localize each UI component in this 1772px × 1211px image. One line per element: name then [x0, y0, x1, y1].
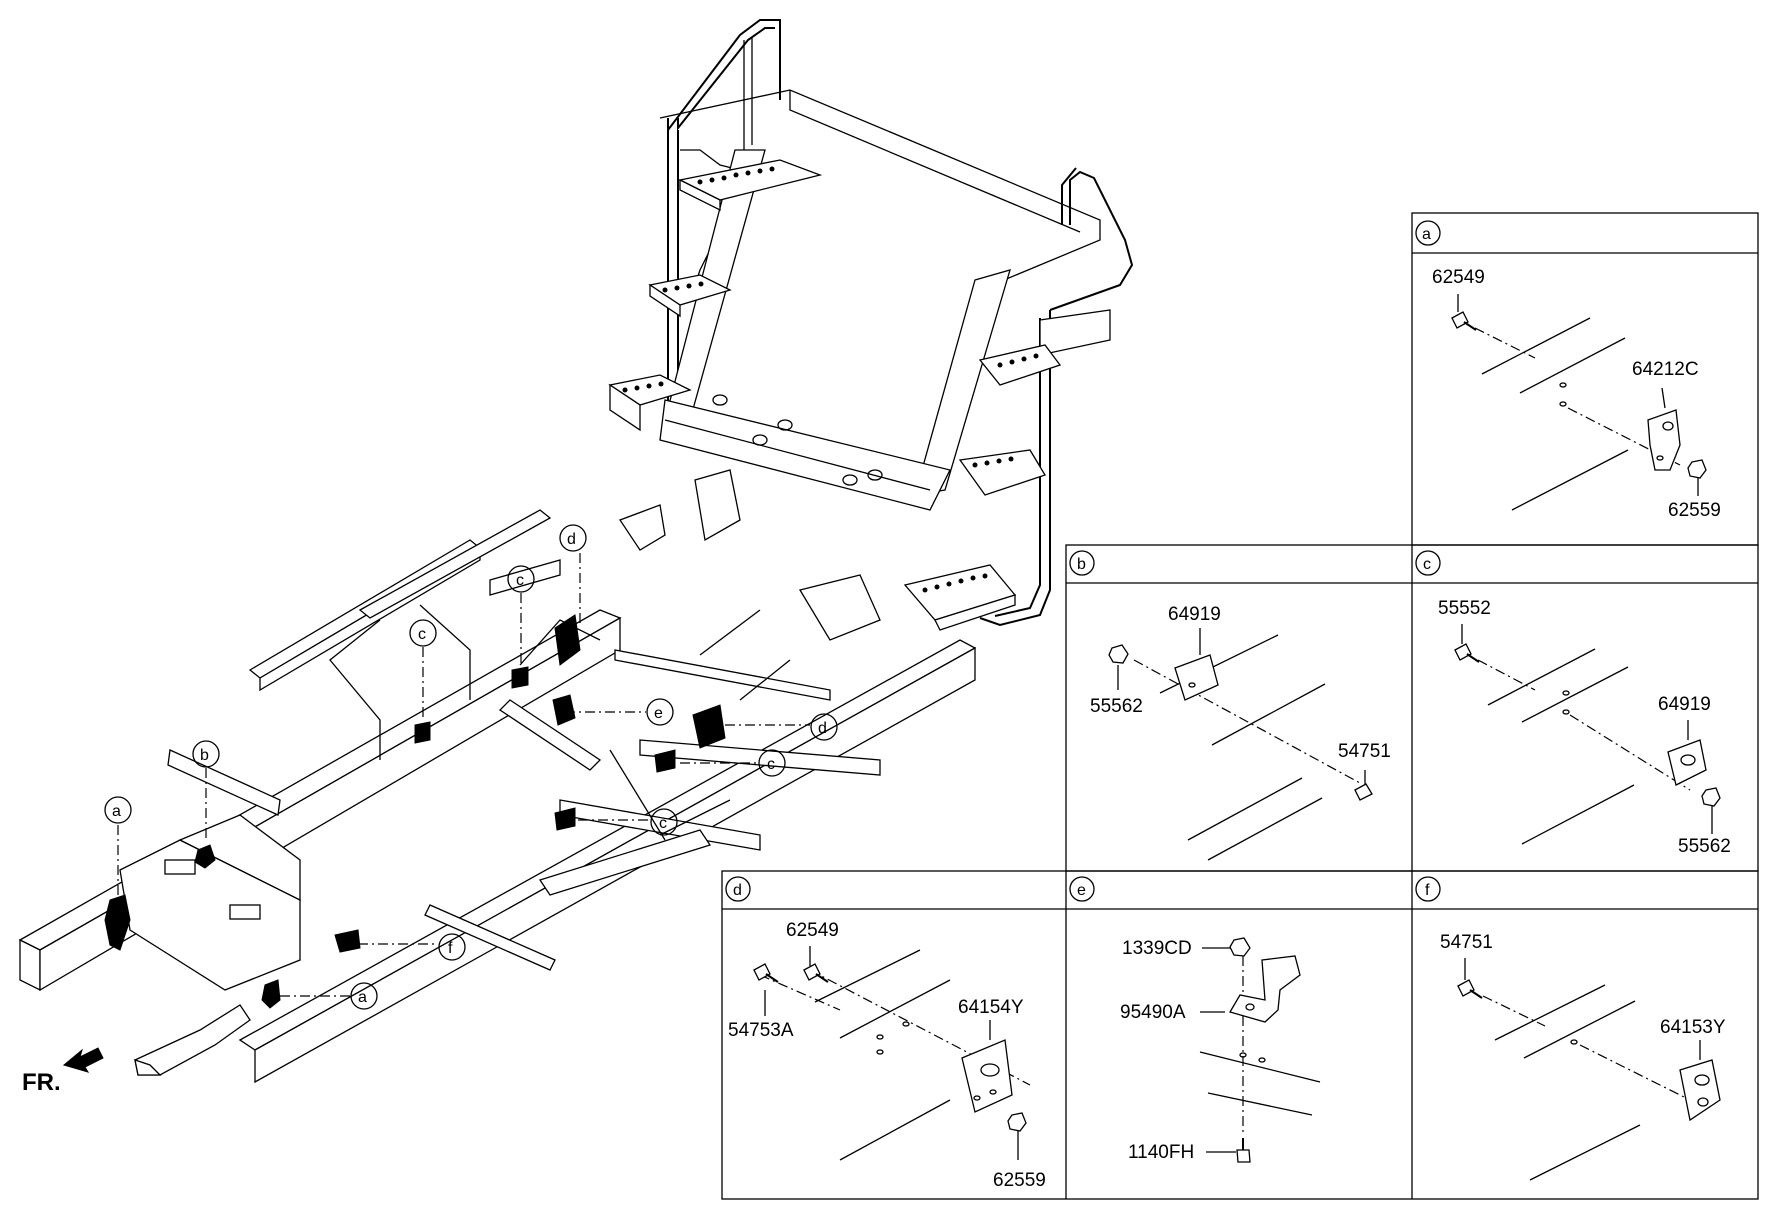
panel-b-part-64919[interactable]: 64919: [1168, 604, 1221, 625]
callout-c-middle[interactable]: c: [516, 572, 524, 589]
panel-e-part-1339CD[interactable]: 1339CD: [1122, 938, 1192, 959]
panel-b-part-54751[interactable]: 54751: [1338, 741, 1391, 762]
step-bolt-dots: [622, 166, 1039, 593]
panel-b: b 64919 55562 54751: [1069, 550, 1391, 861]
panel-d-part-54753A[interactable]: 54753A: [728, 1020, 794, 1041]
callout-a-front[interactable]: a: [112, 803, 121, 820]
panel-a-part-64212C[interactable]: 64212C: [1632, 359, 1699, 380]
step-left-3: [608, 374, 692, 432]
panel-f-part-54751[interactable]: 54751: [1440, 932, 1493, 953]
chassis-frame-illustration: [18, 19, 1134, 1084]
panel-e-part-95490A[interactable]: 95490A: [1120, 1002, 1186, 1023]
panel-f: f 54751 64153Y: [1415, 876, 1726, 1181]
bolt-icon: [1354, 783, 1373, 801]
nut-icon: [1229, 937, 1251, 957]
front-label: FR.: [22, 1069, 61, 1096]
callout-f[interactable]: f: [448, 940, 453, 957]
panel-d: d 62549 54753A 64154Y 62559: [725, 876, 1046, 1191]
panel-d-part-62559[interactable]: 62559: [993, 1170, 1046, 1191]
bracket-icon: [1667, 739, 1707, 786]
nut-icon: [1007, 1112, 1027, 1132]
bolt-icon: [753, 963, 829, 983]
panel-f-part-64153Y[interactable]: 64153Y: [1660, 1017, 1726, 1038]
callout-b[interactable]: b: [200, 747, 209, 764]
panel-c-part-64919[interactable]: 64919: [1658, 694, 1711, 715]
panel-a-letter: a: [1422, 226, 1431, 243]
callout-e[interactable]: e: [654, 705, 663, 722]
bracket-icon: [1647, 409, 1681, 471]
panel-c-letter: c: [1423, 556, 1431, 573]
nut-icon: [1701, 787, 1721, 807]
callout-d-top[interactable]: d: [567, 531, 576, 548]
panel-a: a 62549 64212C 62559: [1415, 220, 1721, 521]
panel-e-letter: e: [1077, 882, 1086, 899]
bolt-icon: [1236, 1138, 1251, 1163]
panel-a-part-62549[interactable]: 62549: [1432, 267, 1485, 288]
bracket-icon: [1174, 654, 1219, 701]
panel-d-letter: d: [733, 882, 742, 899]
front-direction-indicator: FR.: [22, 1047, 104, 1096]
bolt-icon: [1457, 979, 1483, 999]
step-left-1: [678, 159, 823, 212]
front-arrow-icon: [62, 1047, 104, 1073]
nut-icon: [1687, 459, 1707, 479]
bracket-icon: [961, 1039, 1013, 1113]
panel-e-part-1140FH[interactable]: 1140FH: [1128, 1142, 1194, 1163]
callout-c-lower[interactable]: c: [659, 815, 667, 832]
bolt-icon: [1451, 311, 1477, 331]
panel-a-part-62559[interactable]: 62559: [1668, 500, 1721, 521]
panel-e: e 1339CD 95490A 1140FH: [1069, 876, 1321, 1163]
panel-f-letter: f: [1425, 882, 1430, 899]
detail-panels-grid: [721, 212, 1759, 1200]
bolt-icon: [1454, 643, 1480, 663]
bracket-icon: [1679, 1059, 1721, 1122]
step-left-2: [648, 274, 732, 318]
callout-c-right[interactable]: c: [767, 756, 775, 773]
panel-d-part-64154Y[interactable]: 64154Y: [958, 997, 1024, 1018]
panel-b-letter: b: [1077, 556, 1086, 573]
callout-a-rear[interactable]: a: [358, 989, 367, 1006]
callout-c-left[interactable]: c: [418, 626, 426, 643]
nut-icon: [1108, 644, 1129, 664]
panel-c-part-55552[interactable]: 55552: [1438, 598, 1491, 619]
panel-c-part-55562[interactable]: 55562: [1678, 836, 1731, 857]
panel-b-part-55562[interactable]: 55562: [1090, 696, 1143, 717]
callout-d-right[interactable]: d: [818, 720, 827, 737]
bracket-icon: [1229, 955, 1301, 1023]
main-callouts: a b c c d e d c c f a: [104, 524, 838, 1010]
panel-d-part-62549[interactable]: 62549: [786, 920, 839, 941]
panel-c: c 55552 64919 55562: [1415, 550, 1731, 857]
